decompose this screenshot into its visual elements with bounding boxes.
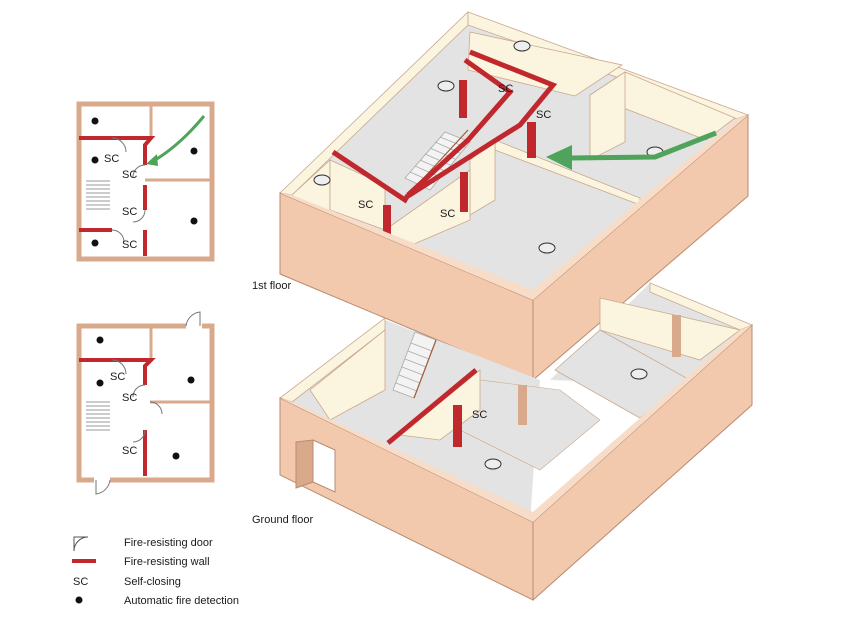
plan-first-door-swing	[132, 209, 146, 223]
legend-item-self-closing: SC Self-closing	[73, 576, 181, 588]
first-floor-label: 1st floor	[252, 280, 291, 292]
iso-first-wall-top	[533, 115, 748, 300]
iso-first-fire-door	[527, 122, 536, 158]
legend-label: Automatic fire detection	[124, 595, 239, 607]
plan-ground-sc-label: SC	[110, 371, 125, 383]
plan-ground-detector	[96, 379, 104, 387]
iso-first-escape-arrow	[546, 130, 717, 170]
plan-ground-door-gap	[186, 322, 202, 330]
plan-first-stairs	[86, 180, 110, 210]
plan-first-detector	[91, 117, 99, 125]
plan-first-detector	[190, 147, 198, 155]
legend-item-fire-wall: Fire-resisting wall	[72, 556, 210, 568]
plan-ground-detector	[96, 336, 104, 344]
plan-ground-stairs	[86, 401, 110, 431]
plan-ground-detector	[187, 376, 195, 384]
plan-ground-door-swing	[132, 384, 146, 398]
legend-label: Fire-resisting wall	[124, 556, 210, 568]
plan-first-sc-label: SC	[104, 153, 119, 165]
plan-first-sc-label: SC	[122, 239, 137, 251]
iso-first-sc-label: SC	[498, 83, 513, 95]
plan-ground-door-swing	[95, 479, 111, 495]
plan-ground-door-swing	[132, 429, 146, 443]
iso-first-wall-top	[280, 193, 533, 300]
iso-ground-detectors	[484, 368, 648, 470]
iso-ground-fire-wall	[386, 368, 478, 445]
iso-first-room-wall	[467, 31, 624, 97]
iso-first-detectors	[313, 40, 664, 254]
plan-first-floor: SC SC SC SC	[76, 101, 215, 262]
plan-ground-door-swing	[111, 359, 127, 375]
plan-first-door-swing	[111, 137, 127, 153]
iso-ground-door	[672, 315, 681, 357]
ground-floor-label: Ground floor	[252, 514, 313, 526]
fire-door-icon	[73, 536, 89, 552]
legend-item-fire-detection: Automatic fire detection	[75, 595, 239, 607]
plan-ground-sc-label: SC	[122, 392, 137, 404]
plan-first-sc-label: SC	[122, 206, 137, 218]
plan-ground-door-swing	[185, 311, 201, 327]
iso-ground-fire-door	[453, 405, 462, 447]
plan-first-door-swing	[132, 164, 146, 178]
iso-ground-front-door	[295, 439, 314, 489]
iso-ground-sc-label: SC	[472, 409, 487, 421]
legend-item-fire-door: Fire-resisting door	[73, 536, 213, 552]
iso-first-floor: SC SC SC SC	[279, 11, 750, 382]
plan-ground-floor: SC SC SC	[76, 311, 215, 495]
plan-first-detector	[190, 217, 198, 225]
iso-ground-wall-top	[533, 325, 752, 522]
iso-first-fire-door	[459, 80, 467, 118]
legend-label: Fire-resisting door	[124, 537, 213, 549]
iso-ground-room-wall	[599, 297, 741, 361]
plan-ground-door-gap	[94, 476, 110, 484]
iso-first-sc-label: SC	[440, 208, 455, 220]
plan-first-door-swing	[111, 229, 125, 243]
iso-ground-wall-top	[280, 398, 533, 522]
detector-dot-icon	[75, 596, 83, 604]
iso-first-fire-door	[460, 172, 468, 212]
iso-ground-room-wall	[309, 329, 386, 421]
plan-ground-detector	[172, 452, 180, 460]
iso-ground-stairs	[392, 331, 437, 399]
sc-symbol: SC	[73, 576, 88, 588]
plan-first-detector	[91, 156, 99, 164]
plan-first-sc-label: SC	[122, 169, 137, 181]
iso-first-room-wall	[589, 71, 626, 161]
legend: Fire-resisting door Fire-resisting wall …	[72, 536, 239, 607]
iso-first-sc-label: SC	[358, 199, 373, 211]
plan-ground-sc-label: SC	[122, 445, 137, 457]
iso-first-fire-walls	[331, 49, 558, 204]
legend-label: Self-closing	[124, 576, 181, 588]
plan-ground-door-swing	[149, 401, 163, 415]
plan-first-detector	[91, 239, 99, 247]
iso-first-fire-door	[383, 205, 391, 235]
iso-first-sc-label: SC	[536, 109, 551, 121]
iso-ground-door	[518, 385, 527, 425]
plan-first-escape-arrow	[146, 115, 206, 166]
iso-ground-floor: SC	[279, 282, 754, 602]
